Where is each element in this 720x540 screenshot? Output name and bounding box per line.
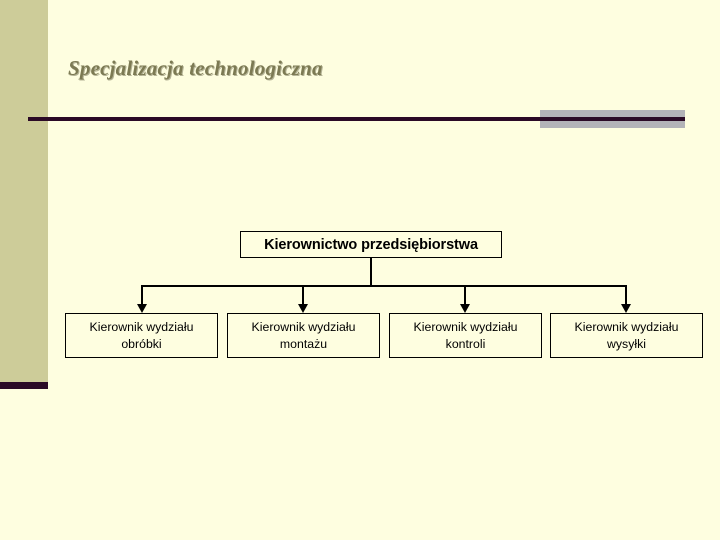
connector-drop-2 bbox=[302, 285, 304, 305]
org-node-child-1: Kierownik wydziału obróbki bbox=[65, 313, 218, 358]
left-band-accent-bar bbox=[0, 382, 48, 389]
connector-horizontal-bus bbox=[141, 285, 627, 287]
org-node-root-label: Kierownictwo przedsiębiorstwa bbox=[264, 236, 478, 253]
org-node-root: Kierownictwo przedsiębiorstwa bbox=[240, 231, 502, 258]
org-node-child-4: Kierownik wydziału wysyłki bbox=[550, 313, 703, 358]
org-node-child-3-label: Kierownik wydziału kontroli bbox=[413, 319, 518, 351]
connector-root-stem bbox=[370, 258, 372, 286]
org-node-child-3: Kierownik wydziału kontroli bbox=[389, 313, 542, 358]
arrowhead-icon-4 bbox=[621, 304, 631, 313]
arrowhead-icon-1 bbox=[137, 304, 147, 313]
connector-drop-4 bbox=[625, 285, 627, 305]
slide-title: Specjalizacja technologiczna bbox=[68, 56, 323, 80]
connector-drop-1 bbox=[141, 285, 143, 305]
org-node-child-2-label: Kierownik wydziału montażu bbox=[251, 319, 356, 351]
org-node-child-4-label: Kierownik wydziału wysyłki bbox=[574, 319, 679, 351]
org-node-child-2: Kierownik wydziału montażu bbox=[227, 313, 380, 358]
arrowhead-icon-2 bbox=[298, 304, 308, 313]
header-rule-line bbox=[28, 117, 685, 121]
left-decorative-band bbox=[0, 0, 48, 382]
org-node-child-1-label: Kierownik wydziału obróbki bbox=[89, 319, 194, 351]
arrowhead-icon-3 bbox=[460, 304, 470, 313]
connector-drop-3 bbox=[464, 285, 466, 305]
